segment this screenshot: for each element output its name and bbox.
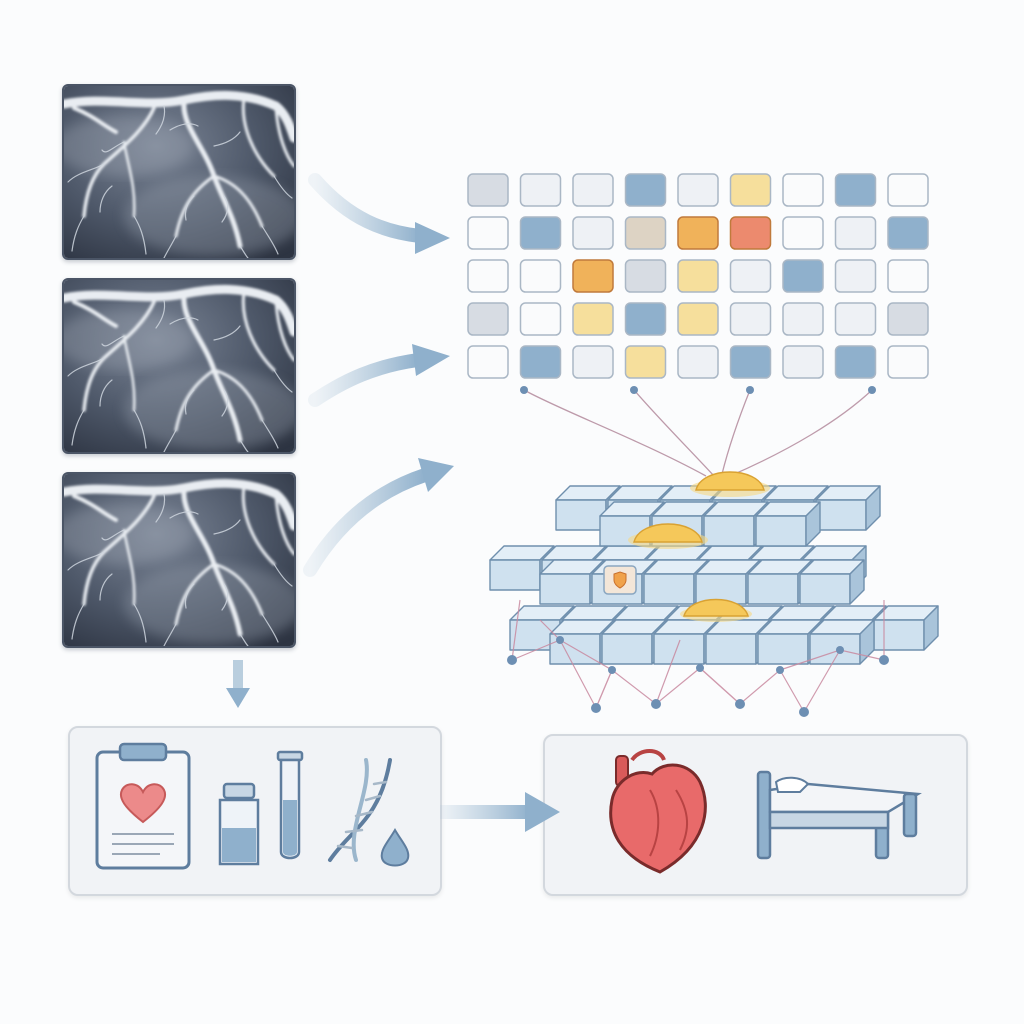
grid-cell [467,302,509,336]
arrow-head [415,222,450,254]
grid-cell [519,216,562,250]
arrow-head [412,344,450,376]
grid-cell [677,259,719,293]
grid-cell [729,259,772,293]
angiogram-frame-3 [62,472,296,648]
grid-cell [834,216,877,250]
grid-cell [782,302,824,336]
grid-connection-nodes [520,386,876,394]
grid-cell [887,345,929,379]
grid-cell [519,173,562,207]
graph-block-stack [489,485,939,665]
grid-cell [624,302,667,336]
highlight-dome [628,523,708,549]
arrow-head [525,792,560,832]
grid-cell [887,302,929,336]
arrow-head [226,688,250,708]
graph-block [489,545,555,591]
grid-cell [834,302,877,336]
grid-cell [624,216,667,250]
grid-cell [624,259,667,293]
grid-cell [624,345,667,379]
grid-cell [782,345,824,379]
grid-cell [572,173,614,207]
graph-block [873,605,939,651]
drop-icon [380,828,410,867]
dna-icon [328,758,392,862]
heart-icon [609,749,707,874]
grid-cell [624,173,667,207]
network-nodes [507,636,889,717]
grid-cell [467,173,509,207]
grid-cell [677,302,719,336]
grid-cell [572,216,614,250]
grid-cell [467,216,509,250]
grid-cell [729,302,772,336]
highlight-dome [690,471,770,497]
grid-cell [572,345,614,379]
flow-arrows [226,173,560,832]
grid-cell [834,173,877,207]
graph-block [815,485,881,531]
grid-cell [519,259,562,293]
grid-cell [782,216,824,250]
grid-cell [677,216,719,250]
grid-cell [887,173,929,207]
grid-cell [677,173,719,207]
attention-highlights [603,471,770,622]
grid-cell [519,345,562,379]
grid-cell [729,216,772,250]
grid-cell [729,173,772,207]
graph-block [703,501,769,547]
hospital-bed-icon [756,770,922,860]
test-tube-icon [276,750,304,860]
node-network [511,599,885,713]
grid-cell [519,302,562,336]
angiogram-frame-2 [62,278,296,454]
arrow-head [418,458,454,492]
grid-cell [572,259,614,293]
grid-cell [677,345,719,379]
feature-grid [467,173,929,379]
angiogram-frame-1 [62,84,296,260]
grid-connections [523,389,873,477]
grid-cell [467,345,509,379]
graph-block [755,501,821,547]
shield-marker-icon [603,565,637,595]
highlight-dome [680,598,752,622]
grid-cell [782,259,824,293]
grid-cell [729,345,772,379]
grid-cell [782,173,824,207]
grid-cell [834,259,877,293]
grid-cell [834,345,877,379]
grid-cell [887,216,929,250]
grid-cell [572,302,614,336]
clipboard-heart-icon [95,742,191,870]
grid-cell [467,259,509,293]
graph-block [799,559,865,605]
grid-cell [887,259,929,293]
vial-icon [218,782,260,866]
